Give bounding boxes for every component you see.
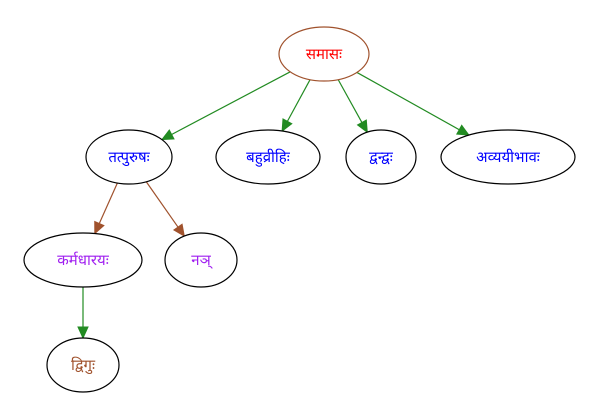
node-ellipse	[46, 337, 120, 393]
arrowhead-icon	[356, 119, 368, 134]
node-karmadharaya: कर्मधारयः	[23, 232, 143, 288]
node-label: अव्ययीभावः	[476, 148, 541, 166]
node-dvigu: द्विगुः	[46, 337, 120, 393]
edge-samasa-dvandva	[337, 79, 363, 123]
node-label: तत्पुरुषः	[108, 148, 150, 167]
node-label: नञ्	[191, 251, 212, 269]
node-ellipse	[85, 129, 173, 185]
arrowhead-icon	[94, 220, 105, 235]
node-tatpurusha: तत्पुरुषः	[85, 129, 173, 185]
edge-samasa-bahuvrihi	[286, 79, 311, 122]
nodes: समासः तत्पुरुषः बहुव्रीहिः द्वन्द्वः अव्ययीभ…	[23, 26, 576, 393]
node-bahuvrihi: बहुव्रीहिः	[215, 129, 321, 185]
node-ellipse	[164, 232, 238, 288]
node-ellipse	[440, 129, 576, 185]
node-ellipse	[23, 232, 143, 288]
edge-tatpurusha-karmadharaya	[98, 182, 118, 224]
node-ellipse	[278, 26, 370, 82]
node-dvandva: द्वन्द्वः	[345, 129, 417, 185]
node-label: कर्मधारयः	[57, 251, 109, 269]
arrowhead-icon	[281, 118, 293, 133]
edge-samasa-avyayibhava	[356, 71, 460, 131]
arrowhead-icon	[160, 129, 175, 141]
node-samasa: समासः	[278, 26, 370, 82]
arrowhead-icon	[77, 326, 89, 340]
node-label: बहुव्रीहिः	[246, 148, 291, 167]
node-label: द्वन्द्वः	[369, 148, 394, 166]
node-label: द्विगुः	[71, 356, 96, 375]
edge-tatpurusha-nanj	[145, 181, 179, 228]
node-nanj: नञ्	[164, 232, 238, 288]
node-ellipse	[215, 129, 321, 185]
arrowhead-icon	[172, 223, 185, 238]
node-avyayibhava: अव्ययीभावः	[440, 129, 576, 185]
arrowhead-icon	[455, 124, 470, 136]
node-ellipse	[345, 129, 417, 185]
node-label: समासः	[306, 45, 343, 63]
edges	[77, 71, 470, 340]
edge-samasa-tatpurusha	[171, 71, 291, 136]
